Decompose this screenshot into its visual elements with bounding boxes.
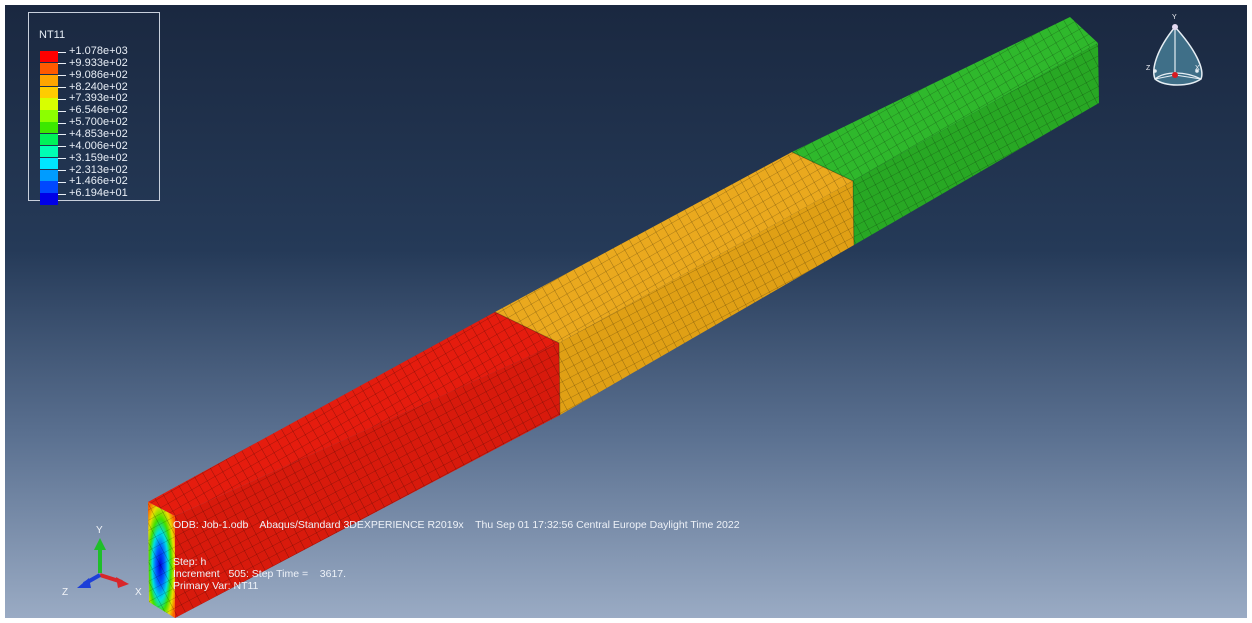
legend-value: +9.933e+02 (69, 56, 128, 69)
legend-tick (58, 193, 66, 195)
triad-x-label: X (135, 587, 142, 598)
legend-value: +6.194e+01 (69, 187, 128, 200)
odb-info-line: ODB: Job-1.odb Abaqus/Standard 3DEXPERIE… (173, 519, 740, 531)
contour-legend: NT11 +1.078e+03+9.933e+02+9.086e+02+8.24… (28, 12, 160, 205)
legend-tick (58, 110, 66, 112)
legend-swatch (40, 86, 58, 98)
view-cube-z-label: Z (1146, 65, 1151, 72)
triad-y-label: Y (96, 525, 103, 536)
legend-tick (58, 63, 66, 65)
legend-tick (58, 170, 66, 171)
coordinate-triad (77, 538, 129, 588)
legend-value: +1.078e+03 (69, 45, 128, 57)
legend-swatch (40, 122, 58, 134)
primary-var-row: Primary Var: NT11 (173, 580, 346, 592)
legend-value: +6.546e+02 (69, 104, 128, 117)
legend-value: +8.240e+02 (69, 80, 128, 93)
increment-row: Increment 505: Step Time = 3617. (173, 568, 346, 580)
legend-tick (58, 51, 66, 53)
step-label: Step: (173, 556, 201, 568)
legend-swatch (40, 74, 58, 87)
legend-tick (58, 181, 66, 183)
legend-swatch (40, 133, 58, 146)
legend-title: NT11 (39, 29, 66, 41)
legend-tick (58, 134, 66, 136)
legend-value: +5.700e+02 (69, 116, 128, 129)
legend-value: +4.006e+02 (69, 139, 128, 152)
model-viewport-canvas[interactable] (5, 5, 1247, 618)
view-cube-y-label: Y (1172, 14, 1177, 21)
triad-z-label: Z (62, 587, 69, 598)
legend-swatch (40, 145, 58, 158)
legend-value: +3.159e+02 (69, 151, 128, 164)
increment-label: Increment 505: (173, 568, 249, 580)
legend-swatch (40, 110, 58, 122)
step-info-block: Step: h Increment 505: Step Time = 3617.… (173, 556, 346, 592)
beam-segment-hot (148, 312, 560, 618)
legend-tick (58, 146, 66, 148)
legend-swatch (40, 193, 58, 205)
legend-tick (58, 87, 66, 89)
legend-swatch (40, 169, 58, 181)
legend-swatch (40, 98, 58, 110)
legend-swatch (40, 157, 58, 170)
legend-value: +7.393e+02 (69, 92, 128, 105)
legend-value: +4.853e+02 (69, 127, 128, 140)
legend-swatch (40, 181, 58, 193)
step-value: h (200, 556, 207, 568)
legend-value: +2.313e+02 (69, 163, 128, 176)
beam-segment-mid (495, 152, 854, 415)
legend-swatch (40, 51, 58, 63)
step-time-label: Step Time = 3617. (248, 568, 347, 580)
legend-swatch (40, 62, 58, 75)
step-row: Step: h (173, 556, 346, 568)
legend-tick (58, 98, 66, 100)
view-orientation-cube[interactable] (1153, 24, 1203, 86)
viewport[interactable]: NT11 +1.078e+03+9.933e+02+9.086e+02+8.24… (5, 5, 1247, 618)
beam-segment-warm (792, 17, 1099, 245)
view-cube-x-label: X (1195, 65, 1200, 72)
beam-end-face (148, 502, 175, 618)
legend-tick (58, 75, 66, 77)
legend-tick (58, 122, 66, 124)
legend-tick (58, 158, 66, 160)
primary-var-value: NT11 (233, 580, 259, 592)
primary-var-label: Primary Var: (173, 580, 234, 592)
legend-value: +9.086e+02 (69, 68, 128, 81)
legend-value: +1.466e+02 (69, 175, 128, 188)
